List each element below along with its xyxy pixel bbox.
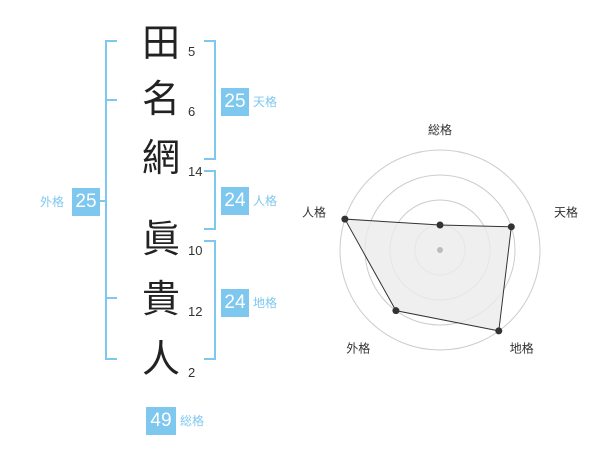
given-char-3: 人 (141, 337, 180, 381)
radar-point (507, 223, 515, 231)
soukaku-label: 総格 (180, 414, 205, 428)
radar-grid-ring (339, 149, 541, 351)
radar-center-dot (437, 247, 443, 253)
radar-axis-label: 総格 (428, 122, 452, 137)
radar-axis-label: 地格 (510, 341, 534, 356)
given-char-2: 貴 (141, 277, 180, 321)
radar-point (436, 221, 444, 229)
chikaku-value-badge: 24 (221, 289, 249, 317)
gaikaku-value-badge: 25 (72, 188, 100, 216)
radar-axis-label: 外格 (346, 341, 370, 356)
stroke-count: 6 (188, 104, 196, 119)
radar-axis-label: 天格 (554, 204, 578, 219)
stroke-count: 10 (188, 243, 203, 258)
jinkaku-label: 人格 (253, 194, 278, 208)
stroke-count: 14 (188, 164, 203, 179)
stroke-count: 12 (188, 304, 203, 319)
radar-point (392, 307, 400, 315)
surname-char-1: 田 (141, 21, 180, 65)
chikaku-label: 地格 (253, 296, 278, 310)
tenkaku-value-badge: 25 (221, 88, 249, 116)
jinkaku-value-badge: 24 (221, 187, 249, 215)
soukaku-value-badge: 49 (146, 407, 176, 435)
surname-char-2: 名 (141, 77, 180, 121)
gaikaku-label: 外格 (40, 195, 65, 209)
given-char-1: 眞 (141, 217, 180, 261)
radar-point (495, 327, 503, 335)
radar-point (341, 215, 349, 223)
surname-char-3: 網 (141, 136, 180, 180)
radar-axis-label: 人格 (302, 204, 326, 219)
stroke-count: 2 (188, 365, 196, 380)
tenkaku-label: 天格 (253, 95, 278, 109)
stroke-count: 5 (188, 44, 196, 59)
radar-series-polygon (344, 218, 512, 332)
